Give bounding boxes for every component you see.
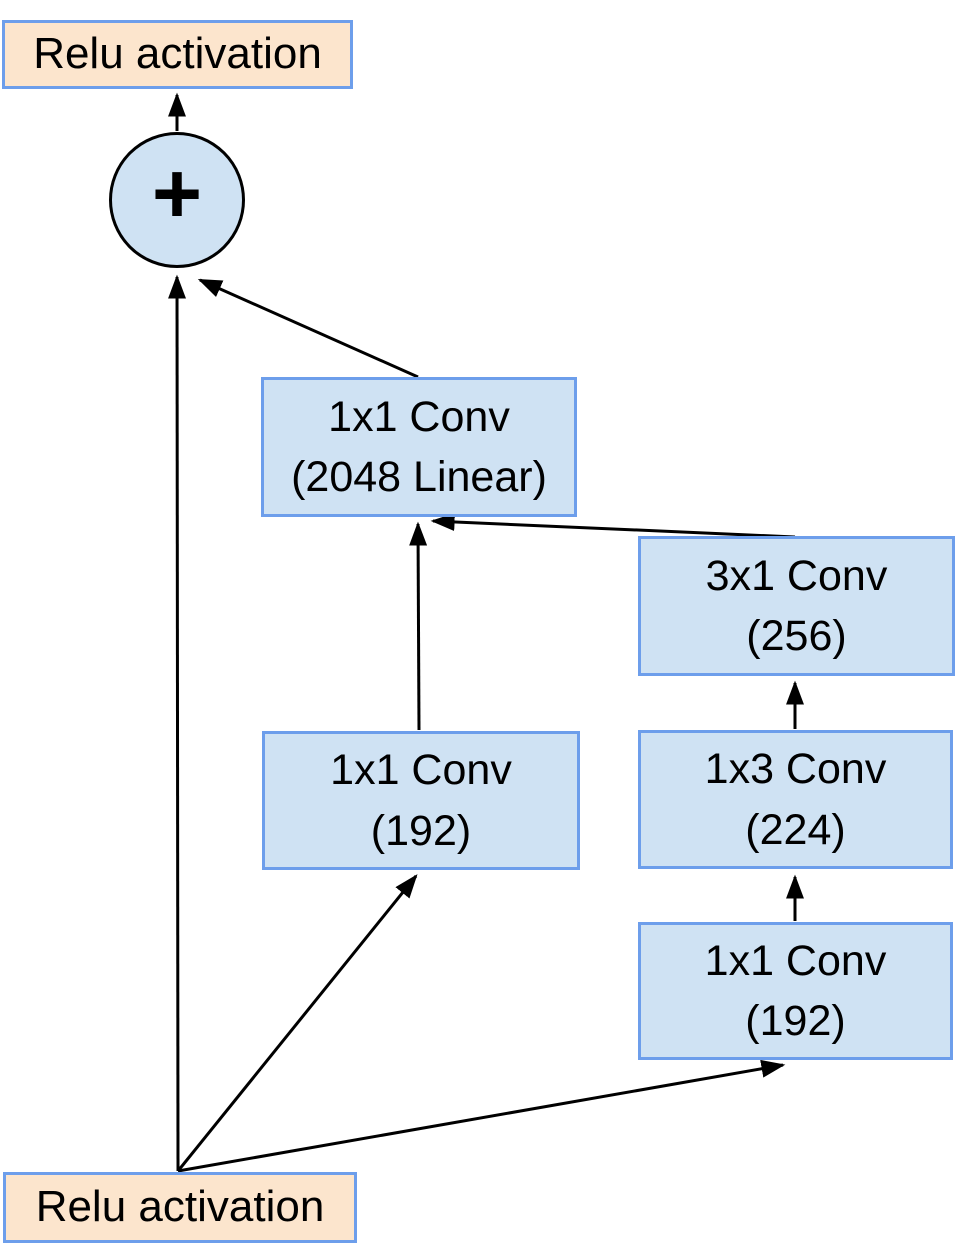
conv-1x1-192-right-box: 1x1 Conv (192) — [638, 922, 953, 1060]
edge-relu-bottom-to-sum — [168, 274, 187, 1172]
conv-1x1-2048-linear-box: 1x1 Conv (2048 Linear) — [261, 377, 577, 517]
conv-1x3-224-box: 1x3 Conv (224) — [638, 730, 953, 869]
conv-3x1-256-label-line2: (256) — [746, 612, 847, 660]
conv-1x3-224-label-line1: 1x3 Conv — [704, 745, 887, 794]
conv-1x1-2048-linear-label-line1: 1x1 Conv — [328, 392, 510, 441]
relu-activation-input-box: Relu activation — [3, 1172, 357, 1243]
conv-3x1-256-label-line1: 3x1 Conv — [705, 551, 888, 600]
plus-icon: + — [151, 145, 203, 242]
elementwise-sum-node: + — [109, 132, 245, 268]
edge-conv-left-to-2048 — [409, 521, 428, 731]
conv-1x1-2048-linear-label-line2: (2048 Linear) — [291, 453, 547, 501]
conv-1x1-192-left-label-line2: (192) — [370, 806, 472, 855]
conv-1x1-192-right-label-line2: (192) — [745, 997, 846, 1045]
edge-2048-to-sum — [197, 278, 419, 379]
conv-1x3-224-label-line2: (224) — [745, 805, 846, 854]
conv-3x1-256-box: 3x1 Conv (256) — [638, 536, 955, 676]
edge-3x1-to-2048 — [430, 512, 796, 539]
conv-1x1-192-right-label-line1: 1x1 Conv — [704, 936, 887, 985]
relu-activation-output-box: Relu activation — [2, 20, 353, 89]
conv-1x1-192-left-box: 1x1 Conv (192) — [262, 731, 580, 870]
relu-activation-input-label: Relu activation — [35, 1182, 325, 1232]
conv-1x1-192-left-label-line1: 1x1 Conv — [330, 746, 512, 795]
edge-relu-bottom-to-conv-right — [177, 1059, 786, 1173]
relu-activation-output-label: Relu activation — [33, 29, 322, 79]
edge-relu-bottom-to-conv-left — [176, 874, 418, 1172]
